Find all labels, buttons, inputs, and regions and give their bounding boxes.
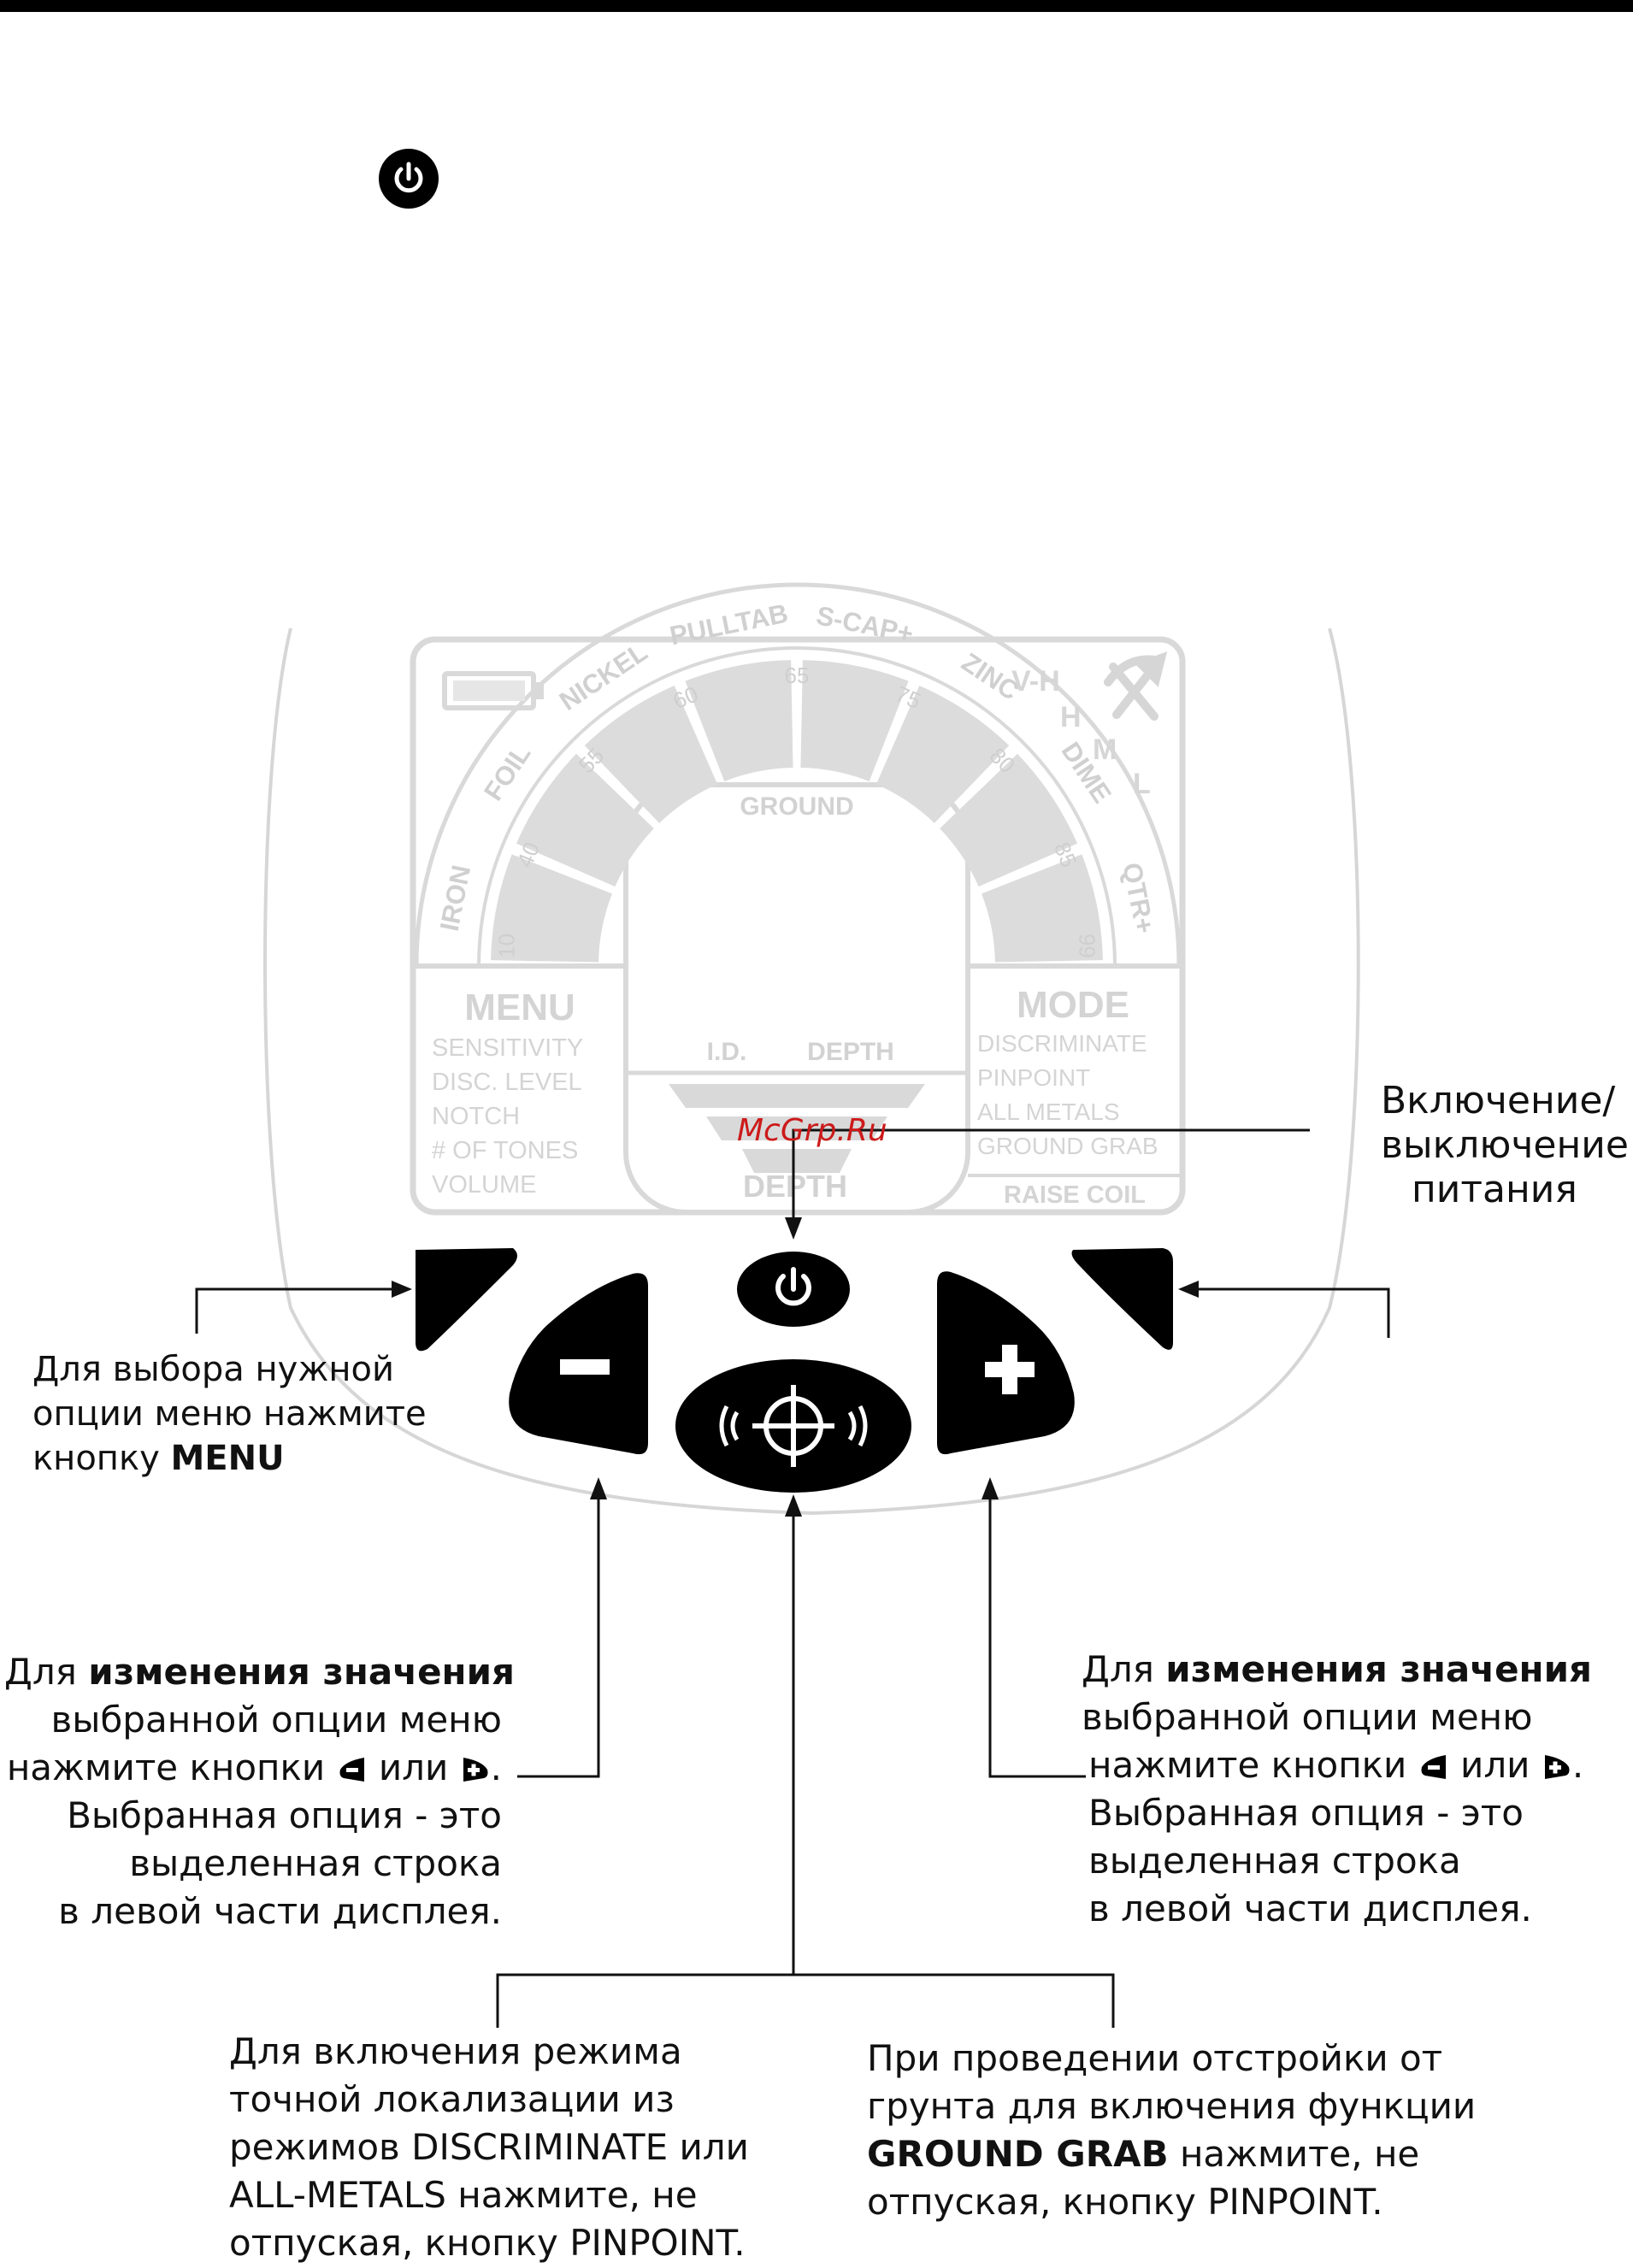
id-scale-category-label: NICKEL — [554, 637, 652, 716]
power-callout: Включение/ выключение питания — [1381, 1079, 1629, 1212]
power-callout-line: питания — [1412, 1168, 1577, 1211]
plus-button-icon — [463, 1758, 488, 1782]
shovel-pick-icon — [1104, 651, 1168, 721]
watermark: McGrp.Ru — [737, 1113, 887, 1148]
soil-label-l: L — [1133, 768, 1151, 800]
power-callout-line: выключение — [1381, 1123, 1629, 1167]
plus-icon — [985, 1345, 1035, 1394]
left-change-callout: Для изменения значения выбранной опции м… — [4, 1651, 515, 1932]
menu-callout-line: кнопку MENU — [32, 1439, 285, 1478]
mode-item: GROUND GRAB — [977, 1133, 1158, 1159]
id-scale-category-label: PULLTAB — [667, 598, 790, 651]
id-scale-segment — [516, 753, 654, 887]
minus-button[interactable] — [509, 1273, 648, 1455]
id-scale-number-label: 65 — [785, 663, 810, 688]
depth-label: DEPTH — [807, 1038, 894, 1066]
display-arc-outer — [414, 582, 1182, 967]
plus-button[interactable] — [937, 1271, 1075, 1455]
menu-right-button[interactable] — [1071, 1248, 1173, 1350]
menu-item: DISC. LEVEL — [432, 1069, 582, 1096]
menu-item: # OF TONES — [432, 1137, 578, 1164]
raise-coil-label: RAISE COIL — [1004, 1181, 1146, 1209]
soil-label-m: M — [1093, 733, 1117, 766]
id-scale-segment — [982, 854, 1103, 963]
depth-bars — [669, 1084, 925, 1173]
id-scale-segment — [584, 685, 718, 823]
pinpoint-callout: Для включения режима точной локализации … — [229, 2030, 749, 2264]
ground-label: GROUND — [740, 792, 853, 821]
id-scale-segment — [800, 660, 909, 781]
minus-icon — [560, 1359, 610, 1375]
mode-item: PINPOINT — [977, 1064, 1090, 1091]
minus-button-icon — [339, 1758, 364, 1782]
housing-outline — [263, 627, 1360, 1516]
menu-item: VOLUME — [432, 1171, 536, 1199]
pinpoint-button[interactable] — [675, 1359, 911, 1493]
display-arc-inner — [477, 646, 1117, 967]
right-change-callout: Для изменения значения выбранной опции м… — [1082, 1648, 1592, 1929]
id-scale-category-label: IRON — [434, 863, 476, 934]
pinpoint-target-icon — [719, 1385, 868, 1467]
minus-button-icon — [1421, 1755, 1446, 1779]
power-button[interactable] — [737, 1252, 850, 1327]
soil-label-h: H — [1060, 701, 1082, 733]
ground-grab-callout: При проведении отстройки от грунта для в… — [867, 2037, 1477, 2223]
arrowheads — [392, 1217, 1199, 1517]
power-icon — [379, 149, 439, 209]
plus-button-icon — [1544, 1755, 1570, 1779]
id-scale-segment — [875, 685, 1010, 823]
mode-item: ALL METALS — [977, 1099, 1120, 1125]
id-scale-number-label: 10 — [494, 934, 520, 958]
menu-left-button[interactable] — [416, 1248, 517, 1352]
leader-lines — [195, 1128, 1390, 2028]
menu-callout-line: опции меню нажмите — [32, 1394, 427, 1434]
id-label: I.D. — [707, 1038, 747, 1066]
top-rule — [0, 0, 1633, 12]
menu-callout: Для выбора нужной опции меню нажмите кно… — [32, 1347, 427, 1481]
id-scale-segment — [491, 854, 612, 963]
depth-bottom-label: DEPTH — [743, 1169, 847, 1204]
soil-label-vh: V-H — [1011, 665, 1060, 698]
id-scale-segment — [940, 753, 1078, 887]
battery-icon — [442, 671, 544, 710]
menu-item: SENSITIVITY — [432, 1034, 583, 1062]
menu-item: NOTCH — [432, 1103, 520, 1130]
menu-title: MENU — [464, 987, 575, 1028]
id-scale-segment — [685, 660, 793, 781]
power-icon — [775, 1267, 811, 1306]
id-scale-category-label: QTR+ — [1117, 860, 1160, 936]
mode-item: DISCRIMINATE — [977, 1030, 1147, 1057]
menu-callout-line: Для выбора нужной — [32, 1350, 394, 1389]
id-scale-segments — [491, 660, 1103, 963]
id-scale-number-label: 99 — [1074, 934, 1099, 958]
power-callout-line: Включение/ — [1381, 1079, 1616, 1122]
mode-title: MODE — [1017, 984, 1129, 1026]
